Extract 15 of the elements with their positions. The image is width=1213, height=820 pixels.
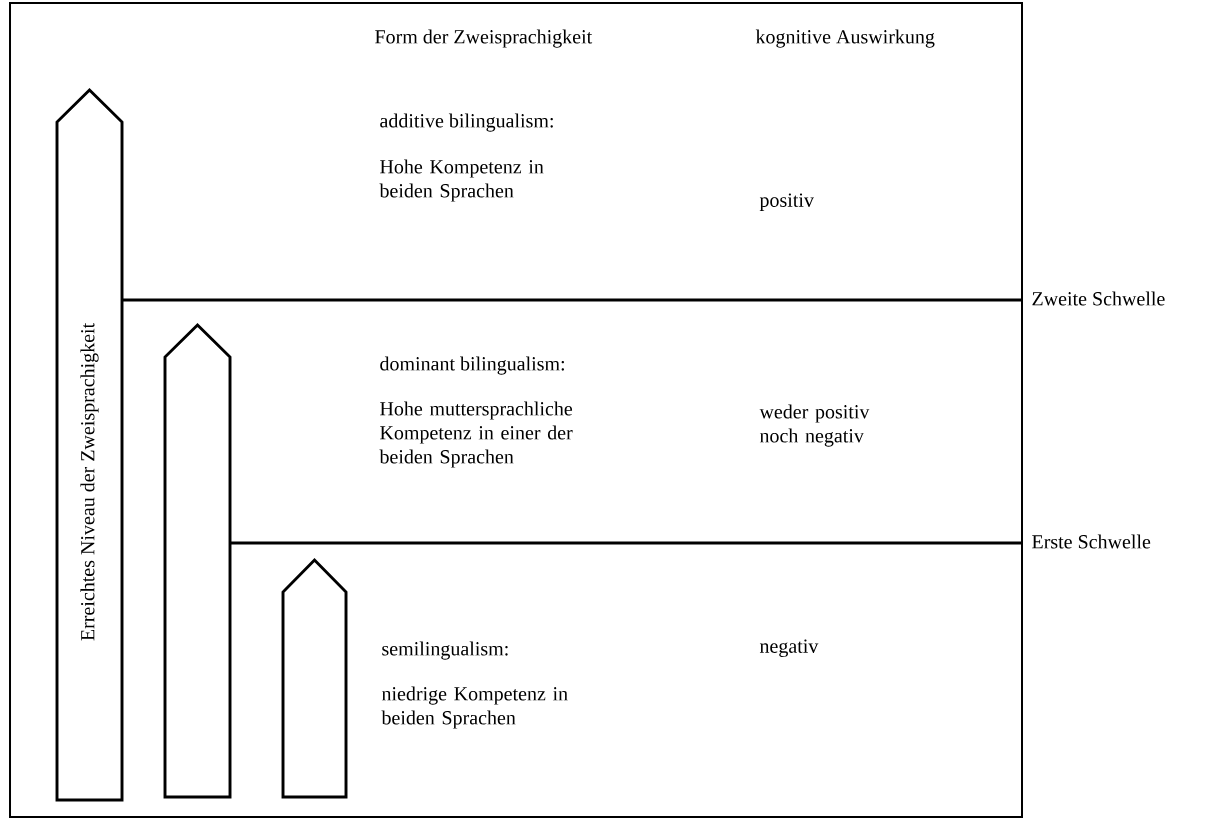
text-label: Form der Zweisprachigkeit [375,29,593,48]
text-label: Zweite Schwelle [1032,291,1165,306]
text-label: Erste Schwelle [1032,534,1151,549]
text-label: Hohe muttersprachliche Kompetenz in einer der beiden Sprachen [379,401,573,468]
text-label: semilingualism: [382,641,508,660]
text-label: dominant bilingualism: [380,356,564,375]
text-label: kognitive Auswirkung [755,29,935,48]
text-label: positiv [759,193,814,211]
text-label: weder positiv noch negativ [759,404,870,447]
level-arrow [163,322,232,799]
text-label: Hohe Kompetenz in beiden Sprachen [379,159,544,202]
level-arrow [281,557,348,799]
text-label: niedrige Kompetenz in beiden Sprachen [381,686,568,729]
text-label: negativ [759,639,819,657]
text-label: additive bilingualism: [380,113,553,132]
